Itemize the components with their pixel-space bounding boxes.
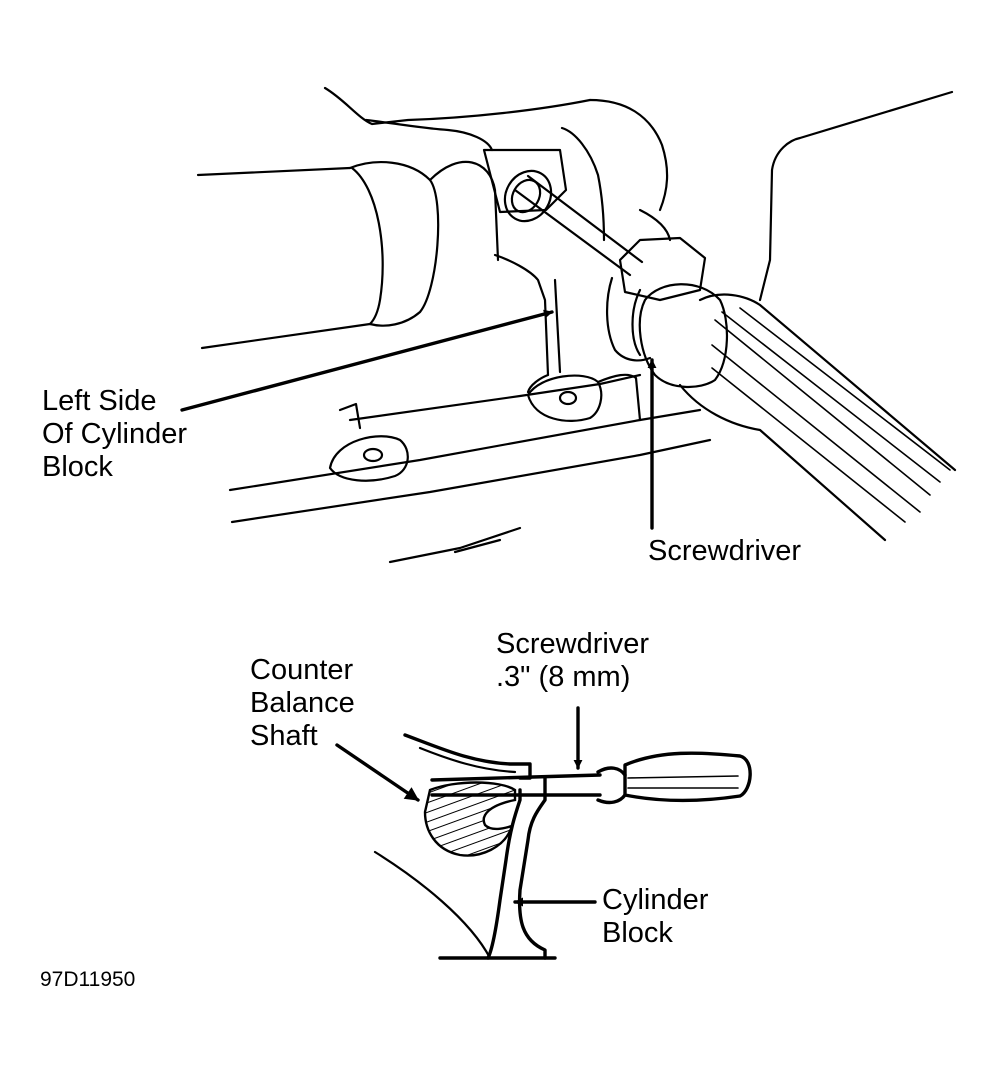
- label-line: Cylinder: [602, 884, 709, 916]
- label-line: Left Side: [42, 385, 157, 417]
- label-screwdriver-bottom: Screwdriver .3" (8 mm): [496, 628, 649, 694]
- arrow-left-side: [180, 309, 554, 412]
- label-line: Balance: [250, 687, 355, 719]
- label-line: Screwdriver: [496, 628, 650, 660]
- figure-code: 97D11950: [40, 968, 136, 991]
- label-line: Block: [602, 917, 673, 949]
- label-line: Shaft: [250, 720, 318, 752]
- label-cylinder-block: Cylinder Block: [602, 884, 708, 950]
- label-counter-balance-shaft: Counter Balance Shaft: [250, 654, 355, 753]
- label-screwdriver-top: Screwdriver: [648, 535, 802, 567]
- arrow-counter-balance: [335, 743, 420, 802]
- engine-block-top-view: [196, 86, 957, 564]
- label-left-side-of-cylinder-block: Left Side Of Cylinder Block: [42, 385, 187, 484]
- cross-section-view: [373, 733, 752, 960]
- label-line: Counter: [250, 654, 354, 686]
- label-line: Block: [42, 451, 113, 483]
- label-line: .3" (8 mm): [496, 661, 631, 693]
- label-line: Of Cylinder: [42, 418, 188, 450]
